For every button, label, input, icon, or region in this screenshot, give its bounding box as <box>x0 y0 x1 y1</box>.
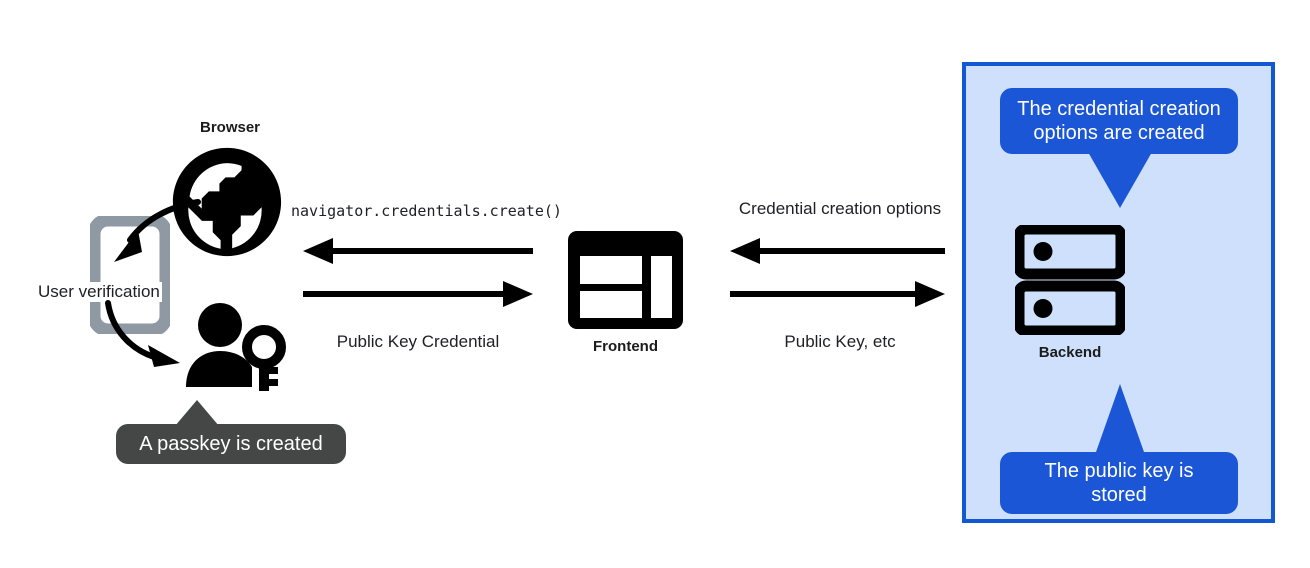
flow-label-public-key-etc: Public Key, etc <box>784 332 896 351</box>
arrow-frontend-to-browser <box>303 238 533 264</box>
backend-label: Backend <box>1038 344 1102 361</box>
globe-icon <box>168 143 286 261</box>
flow-label-credential-creation-options: Credential creation options <box>738 199 942 218</box>
callout-passkey-created: A passkey is created <box>116 424 346 464</box>
flow-label-public-key-credential: Public Key Credential <box>336 332 500 351</box>
callout-credential-options-line1: The credential creation <box>1017 97 1221 120</box>
callout-credential-options-line2: options are created <box>1033 122 1205 144</box>
callout-tail-credential-options <box>1088 152 1152 208</box>
arrow-frontend-to-backend <box>730 281 945 307</box>
arrow-browser-to-phone <box>100 196 210 276</box>
user-verification-label: User verification <box>36 282 162 302</box>
callout-tail-public-key-stored <box>1096 384 1144 452</box>
browser-label: Browser <box>199 119 261 136</box>
callout-tail-passkey-created <box>175 400 219 426</box>
person-key-icon <box>182 303 286 393</box>
arrow-browser-to-frontend <box>303 281 533 307</box>
web-layout-icon <box>568 231 683 329</box>
frontend-label: Frontend <box>593 338 658 355</box>
callout-credential-options: The credential creation options are crea… <box>1000 88 1238 154</box>
arrow-backend-to-frontend <box>730 238 945 264</box>
arrow-phone-to-user <box>98 295 208 375</box>
callout-public-key-stored: The public key is stored <box>1000 452 1238 514</box>
flow-label-navigator-create: navigator.credentials.create() <box>291 202 562 220</box>
server-stack-icon <box>1015 225 1125 335</box>
callout-public-key-stored-line1: The public key is <box>1044 459 1194 482</box>
callout-public-key-stored-line2: stored <box>1091 484 1147 506</box>
